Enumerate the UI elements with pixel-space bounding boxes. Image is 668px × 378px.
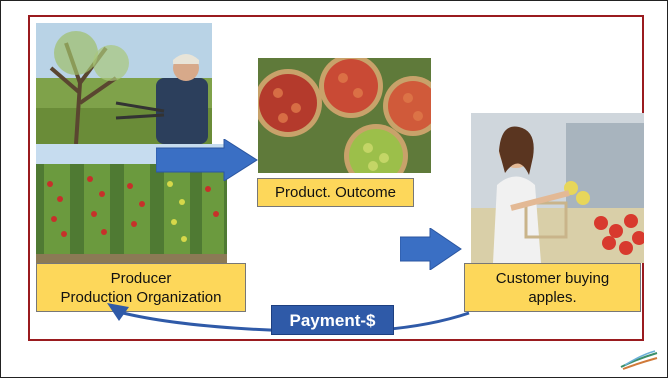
arrow-to-customer <box>400 228 462 270</box>
product-label: Product. Outcome <box>275 184 396 201</box>
apple-baskets-photo <box>258 58 431 173</box>
farmer-pruning-photo <box>36 23 212 144</box>
product-label-box: Product. Outcome <box>257 178 414 207</box>
producer-label-box: Producer Production Organization <box>36 263 246 312</box>
customer-label-line1: Customer buying <box>495 270 610 287</box>
producer-label-line1: Producer <box>110 270 172 287</box>
orchard-photo <box>36 144 227 268</box>
customer-label-box: Customer buying apples. <box>464 263 641 312</box>
orchard-logo-icon <box>620 350 658 370</box>
customer-photo <box>471 113 644 263</box>
payment-box: Payment-$ <box>271 305 394 335</box>
arrow-to-product <box>156 139 258 181</box>
customer-label-line2: apples. <box>528 289 577 306</box>
producer-label-line2: Production Organization <box>60 289 222 306</box>
payment-label: Payment-$ <box>289 311 376 330</box>
